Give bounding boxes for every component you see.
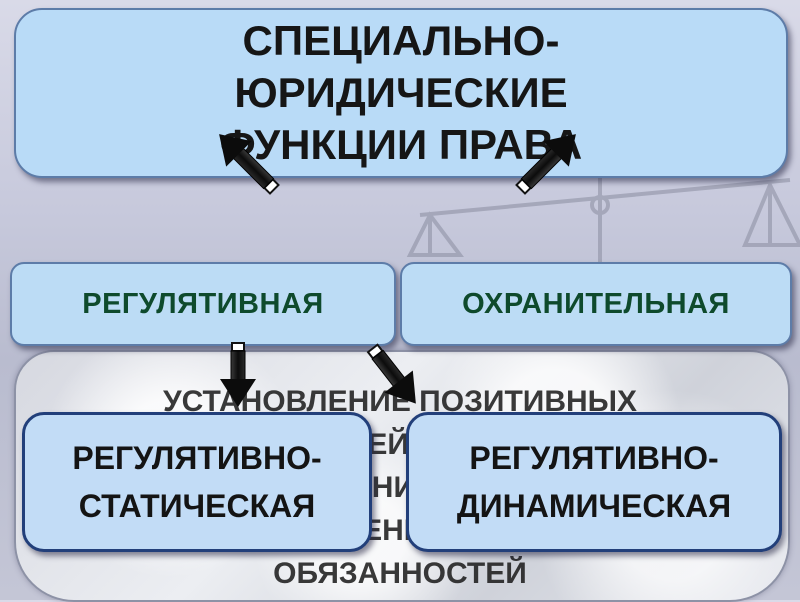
regulatory-dynamic-box: РЕГУЛЯТИВНО- ДИНАМИЧЕСКАЯ xyxy=(406,412,782,552)
title-line: СПЕЦИАЛЬНО- xyxy=(242,17,560,64)
regulatory-static-label-line1: РЕГУЛЯТИВНО- xyxy=(72,440,322,476)
protective-function-label: ОХРАНИТЕЛЬНАЯ xyxy=(462,287,730,320)
regulatory-static-label-line2: СТАТИЧЕСКАЯ xyxy=(78,488,316,524)
regulatory-function-box: РЕГУЛЯТИВНАЯ xyxy=(10,262,396,346)
title-line: ЮРИДИЧЕСКИЕ xyxy=(234,69,568,116)
title-box: СПЕЦИАЛЬНО- ЮРИДИЧЕСКИЕ ФУНКЦИИ ПРАВА xyxy=(14,8,788,178)
background-text-line: ОБЯЗАННОСТЕЙ xyxy=(273,557,527,590)
protective-function-box: ОХРАНИТЕЛЬНАЯ xyxy=(400,262,792,346)
title-line: ФУНКЦИИ ПРАВА xyxy=(219,121,583,168)
regulatory-dynamic-label-line1: РЕГУЛЯТИВНО- xyxy=(469,440,719,476)
regulatory-static-box: РЕГУЛЯТИВНО- СТАТИЧЕСКАЯ xyxy=(22,412,372,552)
regulatory-function-label: РЕГУЛЯТИВНАЯ xyxy=(82,287,324,320)
regulatory-dynamic-label-line2: ДИНАМИЧЕСКАЯ xyxy=(456,488,732,524)
